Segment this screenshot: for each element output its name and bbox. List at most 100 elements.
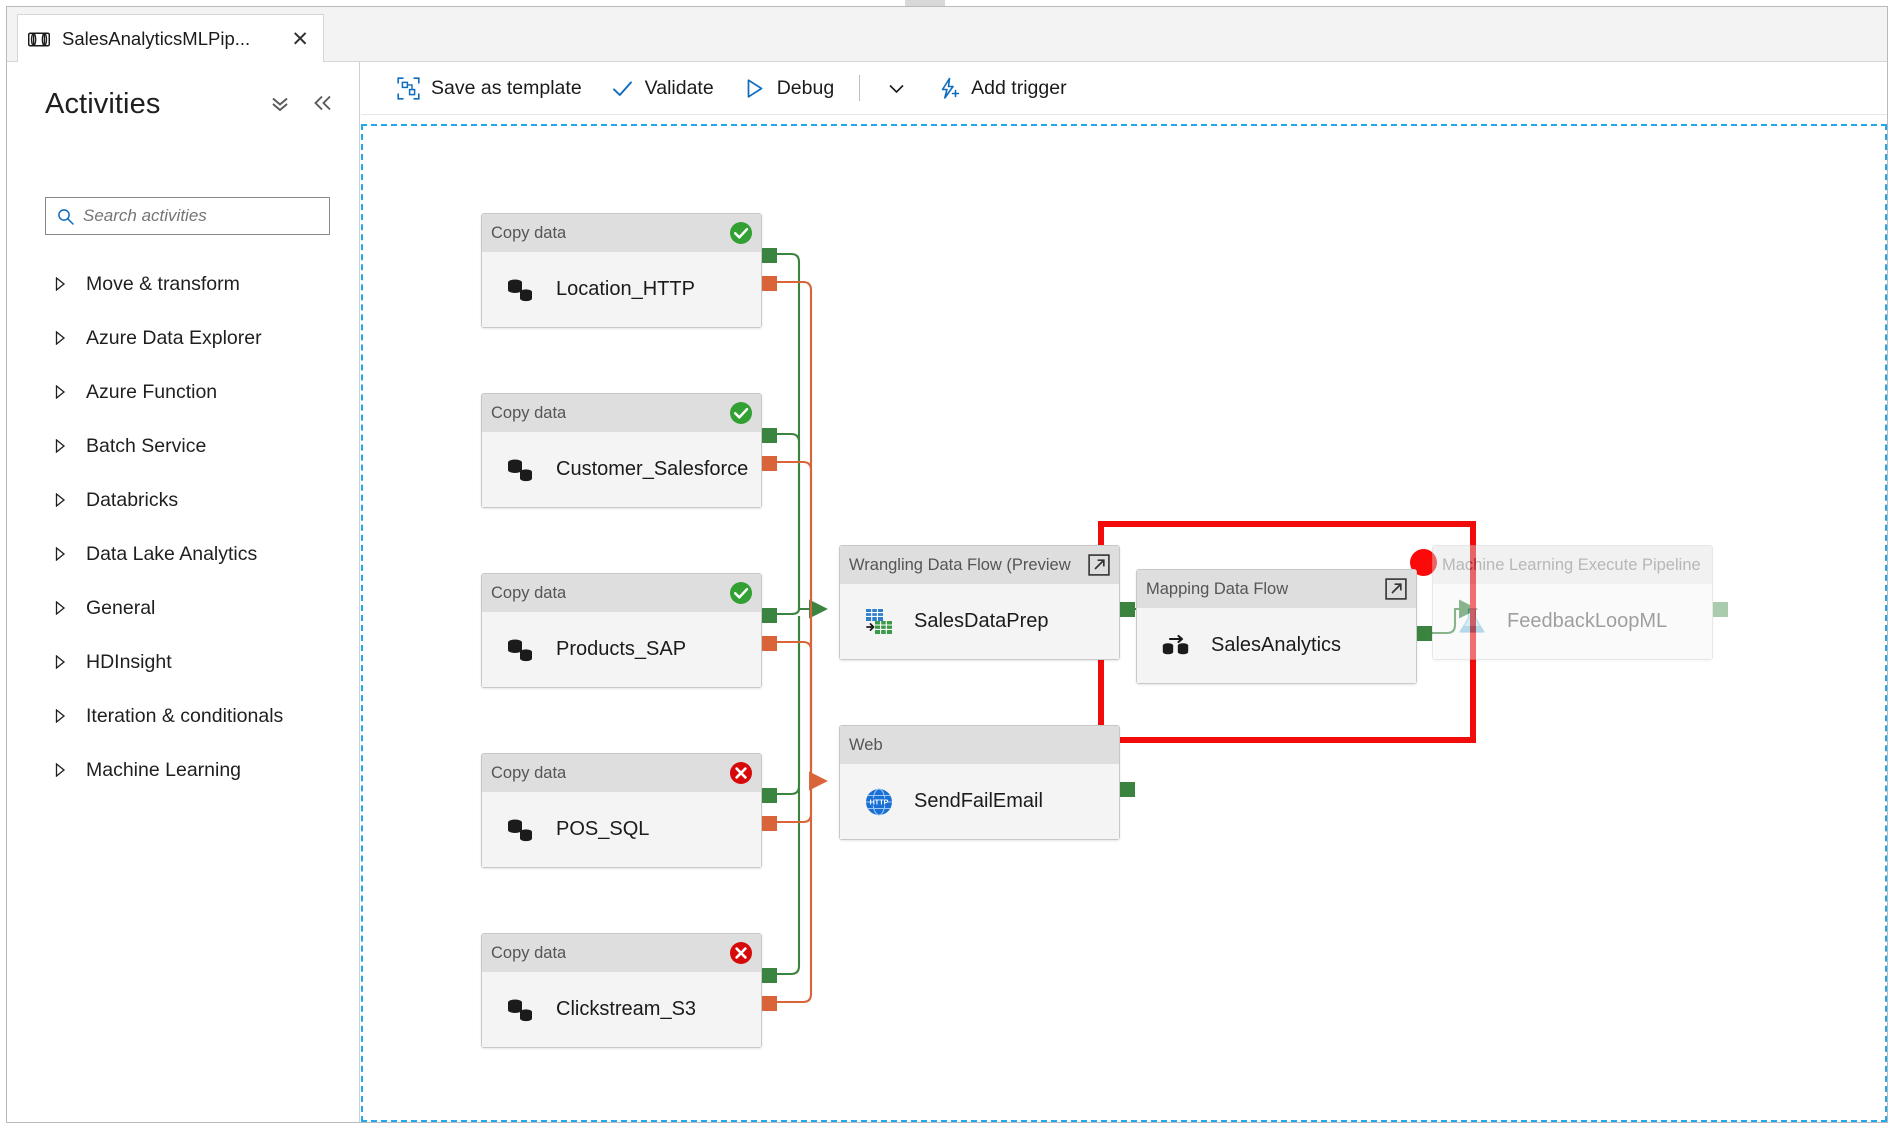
chevron-double-down-icon[interactable]	[269, 93, 291, 117]
output-port-success[interactable]	[1713, 602, 1728, 617]
node-type-label: Copy data	[491, 943, 567, 962]
output-port-success[interactable]	[762, 608, 777, 623]
node-body: Clickstream_S3	[482, 972, 761, 1047]
sidebar-item-label: Batch Service	[86, 434, 207, 457]
chevron-right-icon	[55, 492, 66, 508]
node-name-label: Clickstream_S3	[556, 998, 697, 1020]
sidebar-item-data-lake-analytics[interactable]: Data Lake Analytics	[45, 527, 345, 581]
node-type-label: Copy data	[491, 583, 567, 602]
validate-label: Validate	[644, 76, 714, 99]
status-success-icon	[729, 401, 753, 425]
activity-node-salesdataprep[interactable]: Wrangling Data Flow (Preview	[839, 545, 1135, 660]
output-port-success[interactable]	[1120, 602, 1135, 617]
node-header: Copy data	[482, 394, 761, 432]
pipeline-toolbar: Save as template Validate Debug	[361, 62, 1887, 115]
activity-node-location-http[interactable]: Copy data	[481, 213, 777, 328]
node-name-label: SendFailEmail	[914, 790, 1043, 812]
node-header: Copy data	[482, 214, 761, 252]
sidebar-item-azure-data-explorer[interactable]: Azure Data Explorer	[45, 311, 345, 365]
pipeline-icon	[27, 31, 51, 47]
output-port-success[interactable]	[1120, 782, 1135, 797]
ml-flask-icon	[1455, 605, 1489, 639]
save-as-template-label: Save as template	[431, 76, 582, 99]
validate-button[interactable]: Validate	[599, 68, 726, 108]
output-port-failure[interactable]	[762, 276, 777, 291]
activity-node-customer-salesforce[interactable]: Copy data	[481, 393, 777, 508]
add-trigger-icon	[937, 77, 960, 100]
chevron-right-icon	[55, 438, 66, 454]
copy-data-icon	[504, 453, 538, 487]
chevron-right-icon	[55, 546, 66, 562]
output-port-success[interactable]	[1417, 626, 1432, 641]
sidebar-item-iteration-conditionals[interactable]: Iteration & conditionals	[45, 689, 345, 743]
node-header: Mapping Data Flow	[1137, 570, 1416, 608]
output-port-failure[interactable]	[762, 456, 777, 471]
node-type-label: Copy data	[491, 403, 567, 422]
tab-strip: SalesAnalyticsMLPip... ✕	[7, 7, 1887, 63]
sidebar-item-machine-learning[interactable]: Machine Learning	[45, 743, 345, 797]
output-port-success[interactable]	[762, 968, 777, 983]
search-activities-box[interactable]	[45, 197, 330, 235]
pipeline-tab[interactable]: SalesAnalyticsMLPip... ✕	[17, 14, 324, 63]
node-type-label: Web	[849, 735, 883, 754]
node-type-label: Mapping Data Flow	[1146, 579, 1289, 598]
node-header: Copy data	[482, 934, 761, 972]
chevron-double-left-icon[interactable]	[311, 93, 335, 117]
add-trigger-label: Add trigger	[971, 76, 1067, 99]
node-type-label: Machine Learning Execute Pipeline	[1442, 555, 1701, 574]
node-header: Wrangling Data Flow (Preview	[840, 546, 1119, 584]
sidebar-item-batch-service[interactable]: Batch Service	[45, 419, 345, 473]
mapping-data-flow-icon	[1159, 629, 1193, 663]
chevron-right-icon	[55, 762, 66, 778]
sidebar-item-move-transform[interactable]: Move & transform	[45, 257, 345, 311]
sidebar-item-azure-function[interactable]: Azure Function	[45, 365, 345, 419]
sidebar-item-databricks[interactable]: Databricks	[45, 473, 345, 527]
sidebar-header-actions	[269, 93, 335, 117]
checkmark-icon	[611, 77, 634, 100]
save-as-template-button[interactable]: Save as template	[385, 68, 594, 108]
svg-text:HTTP: HTTP	[870, 797, 889, 806]
output-port-success[interactable]	[762, 788, 777, 803]
activity-node-feedbackloopml[interactable]: Machine Learning Execute Pipeline Feedba…	[1432, 545, 1728, 660]
debug-label: Debug	[776, 76, 835, 99]
toolbar-divider	[859, 75, 861, 101]
node-body: POS_SQL	[482, 792, 761, 867]
debug-button[interactable]: Debug	[731, 68, 846, 108]
play-icon	[743, 77, 766, 100]
sidebar-item-label: Data Lake Analytics	[86, 542, 258, 565]
chevron-right-icon	[55, 708, 66, 724]
debug-dropdown-button[interactable]	[873, 68, 920, 108]
copy-data-icon	[504, 813, 538, 847]
activities-header: Activities	[45, 88, 335, 121]
http-web-icon: HTTP	[862, 785, 896, 819]
close-icon[interactable]: ✕	[291, 27, 309, 51]
activity-node-products-sap[interactable]: Copy data	[481, 573, 777, 688]
page-title: Activities	[45, 88, 161, 120]
sidebar-item-label: Databricks	[86, 488, 179, 511]
node-name-label: Customer_Salesforce	[556, 458, 749, 480]
add-trigger-button[interactable]: Add trigger	[925, 68, 1078, 108]
node-header: Copy data	[482, 754, 761, 792]
sidebar-item-hdinsight[interactable]: HDInsight	[45, 635, 345, 689]
activity-node-pos-sql[interactable]: Copy data	[481, 753, 777, 868]
pipeline-canvas[interactable]: Copy data	[361, 124, 1887, 1122]
output-port-failure[interactable]	[762, 816, 777, 831]
copy-data-icon	[504, 633, 538, 667]
output-port-failure[interactable]	[762, 996, 777, 1011]
output-port-success[interactable]	[762, 248, 777, 263]
output-port-failure[interactable]	[762, 636, 777, 651]
output-port-success[interactable]	[762, 428, 777, 443]
chevron-right-icon	[55, 384, 66, 400]
node-header: Copy data	[482, 574, 761, 612]
sidebar-item-general[interactable]: General	[45, 581, 345, 635]
node-body: HTTP SendFailEmail	[840, 764, 1119, 839]
activity-node-salesanalytics[interactable]: Mapping Data Flow	[1136, 569, 1432, 684]
open-external-icon[interactable]	[1385, 578, 1407, 600]
status-error-icon	[729, 941, 753, 965]
open-external-icon[interactable]	[1088, 554, 1110, 576]
activity-node-sendfailemail[interactable]: Web HTTP SendFailEmail	[839, 725, 1135, 840]
search-input[interactable]	[81, 205, 329, 227]
activity-node-clickstream-s3[interactable]: Copy data	[481, 933, 777, 1048]
node-body: SalesDataPrep	[840, 584, 1119, 659]
